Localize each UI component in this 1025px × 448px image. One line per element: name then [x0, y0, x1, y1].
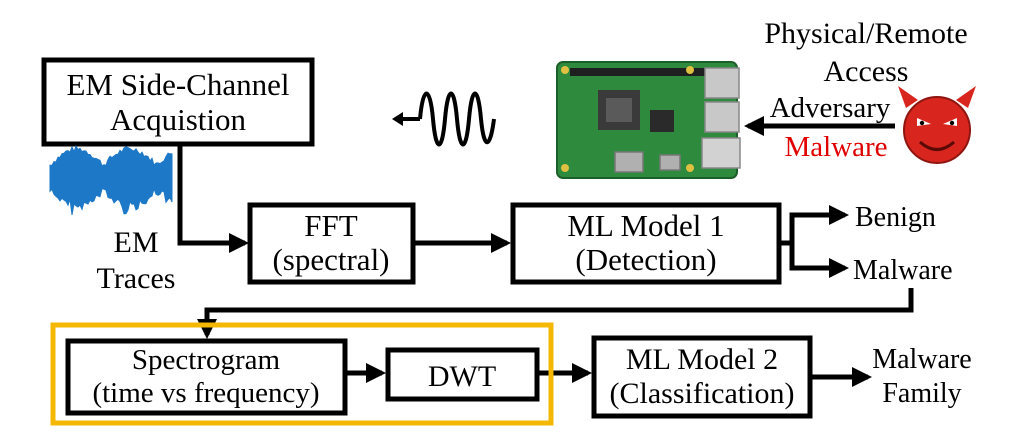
adversary-label: Adversary — [770, 92, 891, 124]
ml-model-1-label-2: (Detection) — [575, 242, 716, 277]
malware-injected-label: Malware — [784, 131, 887, 163]
dwt-block: DWT — [385, 347, 540, 402]
ml-model-2-label-2: (Classification) — [610, 377, 795, 410]
ml-model-1-label-1: ML Model 1 — [567, 208, 724, 243]
connector-malware-to-spectrogram — [197, 288, 914, 339]
access-label-2: Access — [824, 55, 909, 88]
fft-label-2: (spectral) — [272, 242, 389, 277]
preprocessing-highlight-box — [50, 322, 554, 426]
malware-output-label: Malware — [853, 255, 953, 286]
em-wave-icon — [392, 91, 496, 147]
ml-model-2-block: ML Model 2 (Classification) — [591, 335, 813, 419]
malware-family-label-2: Family — [882, 378, 961, 409]
connector-ml1-to-malware — [789, 243, 849, 278]
spectrogram-label-2: (time vs frequency) — [92, 377, 319, 409]
raspberry-pi-board-icon — [556, 61, 741, 179]
fft-block: FFT (spectral) — [247, 202, 416, 285]
ml-model-1-block: ML Model 1 (Detection) — [510, 202, 782, 285]
em-acquisition-block: EM Side-Channel Acquistion — [41, 57, 315, 147]
em-traces-label-1: EM — [114, 226, 159, 259]
spectrogram-label-1: Spectrogram — [132, 344, 281, 376]
em-acquisition-label-2: Acquistion — [110, 102, 247, 137]
connector-ml1-to-benign — [779, 205, 849, 246]
em-trace-waveform-icon — [49, 145, 173, 215]
devil-face-icon — [898, 86, 976, 164]
dwt-label: DWT — [428, 360, 496, 393]
connector-em-to-fft — [177, 145, 249, 253]
em-traces-label-2: Traces — [97, 262, 176, 295]
fft-label-1: FFT — [304, 208, 357, 243]
malware-family-label-1: Malware — [872, 344, 972, 375]
ml-model-2-label-1: ML Model 2 — [626, 343, 778, 376]
benign-output-label: Benign — [855, 202, 936, 233]
em-acquisition-label-1: EM Side-Channel — [67, 67, 290, 102]
access-label-1: Physical/Remote — [764, 17, 967, 50]
spectrogram-block: Spectrogram (time vs frequency) — [65, 338, 348, 416]
